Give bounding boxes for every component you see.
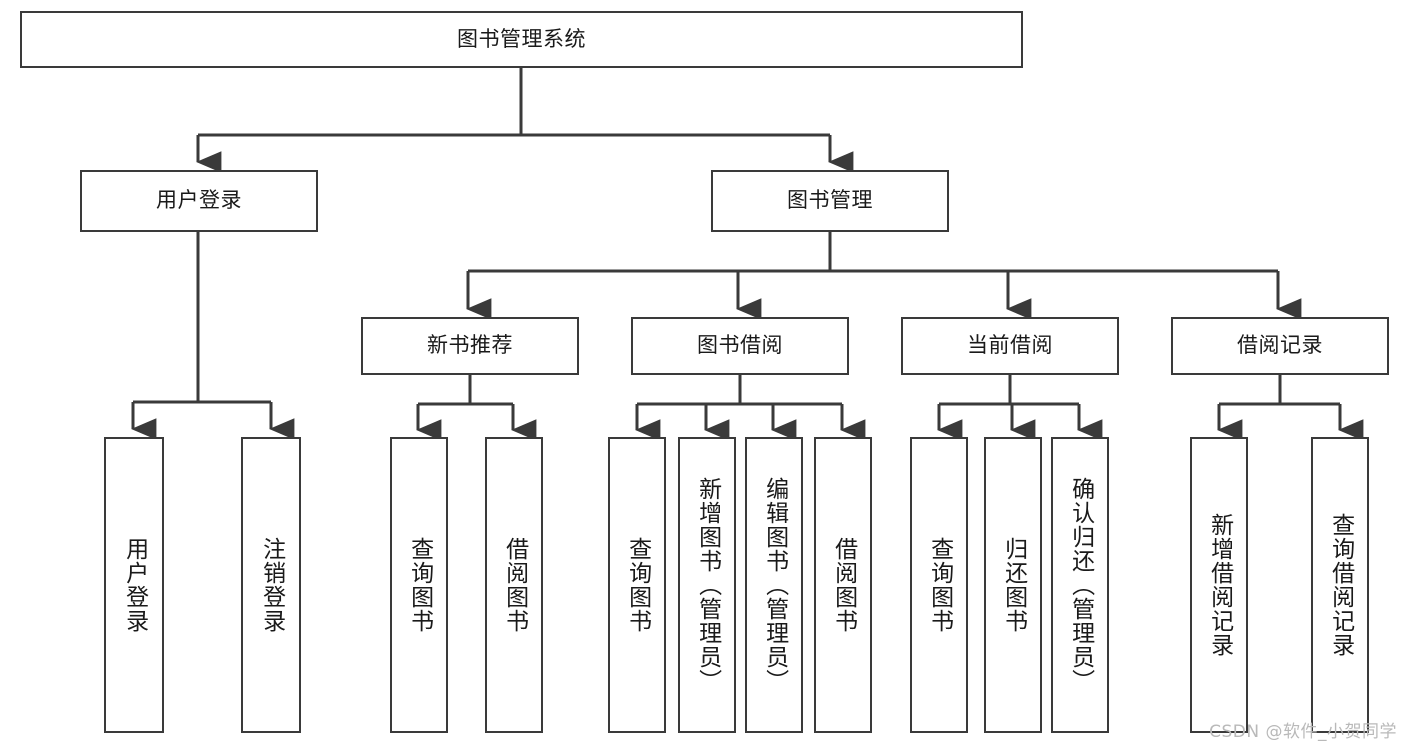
node-root[interactable]: 图书管理系统 <box>20 11 1023 68</box>
node-leaf-query-book-2[interactable]: 查询图书 <box>608 437 666 733</box>
node-book-borrow-label: 图书借阅 <box>697 333 783 358</box>
node-leaf-borrow-book-2[interactable]: 借阅图书 <box>814 437 872 733</box>
node-new-book-rec-label: 新书推荐 <box>427 333 513 358</box>
node-leaf-borrow-book-2-label: 借阅图书 <box>830 537 857 633</box>
node-leaf-query-book-2-label: 查询图书 <box>624 537 651 633</box>
node-leaf-query-record-label: 查询借阅记录 <box>1327 513 1354 657</box>
node-leaf-user-logout-label: 注销登录 <box>258 537 285 633</box>
node-book-manage-label: 图书管理 <box>787 188 873 213</box>
node-leaf-borrow-book-1-label: 借阅图书 <box>501 537 528 633</box>
node-leaf-query-book-3-label: 查询图书 <box>926 537 953 633</box>
node-leaf-edit-book[interactable]: 编辑图书（管理员） <box>745 437 803 733</box>
node-new-book-rec[interactable]: 新书推荐 <box>361 317 579 375</box>
node-leaf-add-book[interactable]: 新增图书（管理员） <box>678 437 736 733</box>
node-leaf-confirm-return[interactable]: 确认归还（管理员） <box>1051 437 1109 733</box>
node-book-borrow[interactable]: 图书借阅 <box>631 317 849 375</box>
node-leaf-query-book-1[interactable]: 查询图书 <box>390 437 448 733</box>
node-leaf-borrow-book-1[interactable]: 借阅图书 <box>485 437 543 733</box>
node-borrow-record[interactable]: 借阅记录 <box>1171 317 1389 375</box>
node-leaf-add-record-label: 新增借阅记录 <box>1206 513 1233 657</box>
node-user-login-label: 用户登录 <box>156 188 242 213</box>
node-leaf-query-book-1-label: 查询图书 <box>406 537 433 633</box>
node-user-login[interactable]: 用户登录 <box>80 170 318 232</box>
node-borrow-record-label: 借阅记录 <box>1237 333 1323 358</box>
node-leaf-user-login[interactable]: 用户登录 <box>104 437 164 733</box>
node-leaf-query-book-3[interactable]: 查询图书 <box>910 437 968 733</box>
node-leaf-edit-book-label: 编辑图书（管理员） <box>761 477 788 693</box>
node-leaf-return-book-label: 归还图书 <box>1000 537 1027 633</box>
node-leaf-return-book[interactable]: 归还图书 <box>984 437 1042 733</box>
node-leaf-add-book-label: 新增图书（管理员） <box>694 477 721 693</box>
node-leaf-user-logout[interactable]: 注销登录 <box>241 437 301 733</box>
node-leaf-user-login-label: 用户登录 <box>121 537 148 633</box>
node-current-borrow-label: 当前借阅 <box>967 333 1053 358</box>
node-root-label: 图书管理系统 <box>457 26 586 51</box>
node-leaf-query-record[interactable]: 查询借阅记录 <box>1311 437 1369 733</box>
node-current-borrow[interactable]: 当前借阅 <box>901 317 1119 375</box>
node-leaf-add-record[interactable]: 新增借阅记录 <box>1190 437 1248 733</box>
node-book-manage[interactable]: 图书管理 <box>711 170 949 232</box>
node-leaf-confirm-return-label: 确认归还（管理员） <box>1067 477 1094 693</box>
